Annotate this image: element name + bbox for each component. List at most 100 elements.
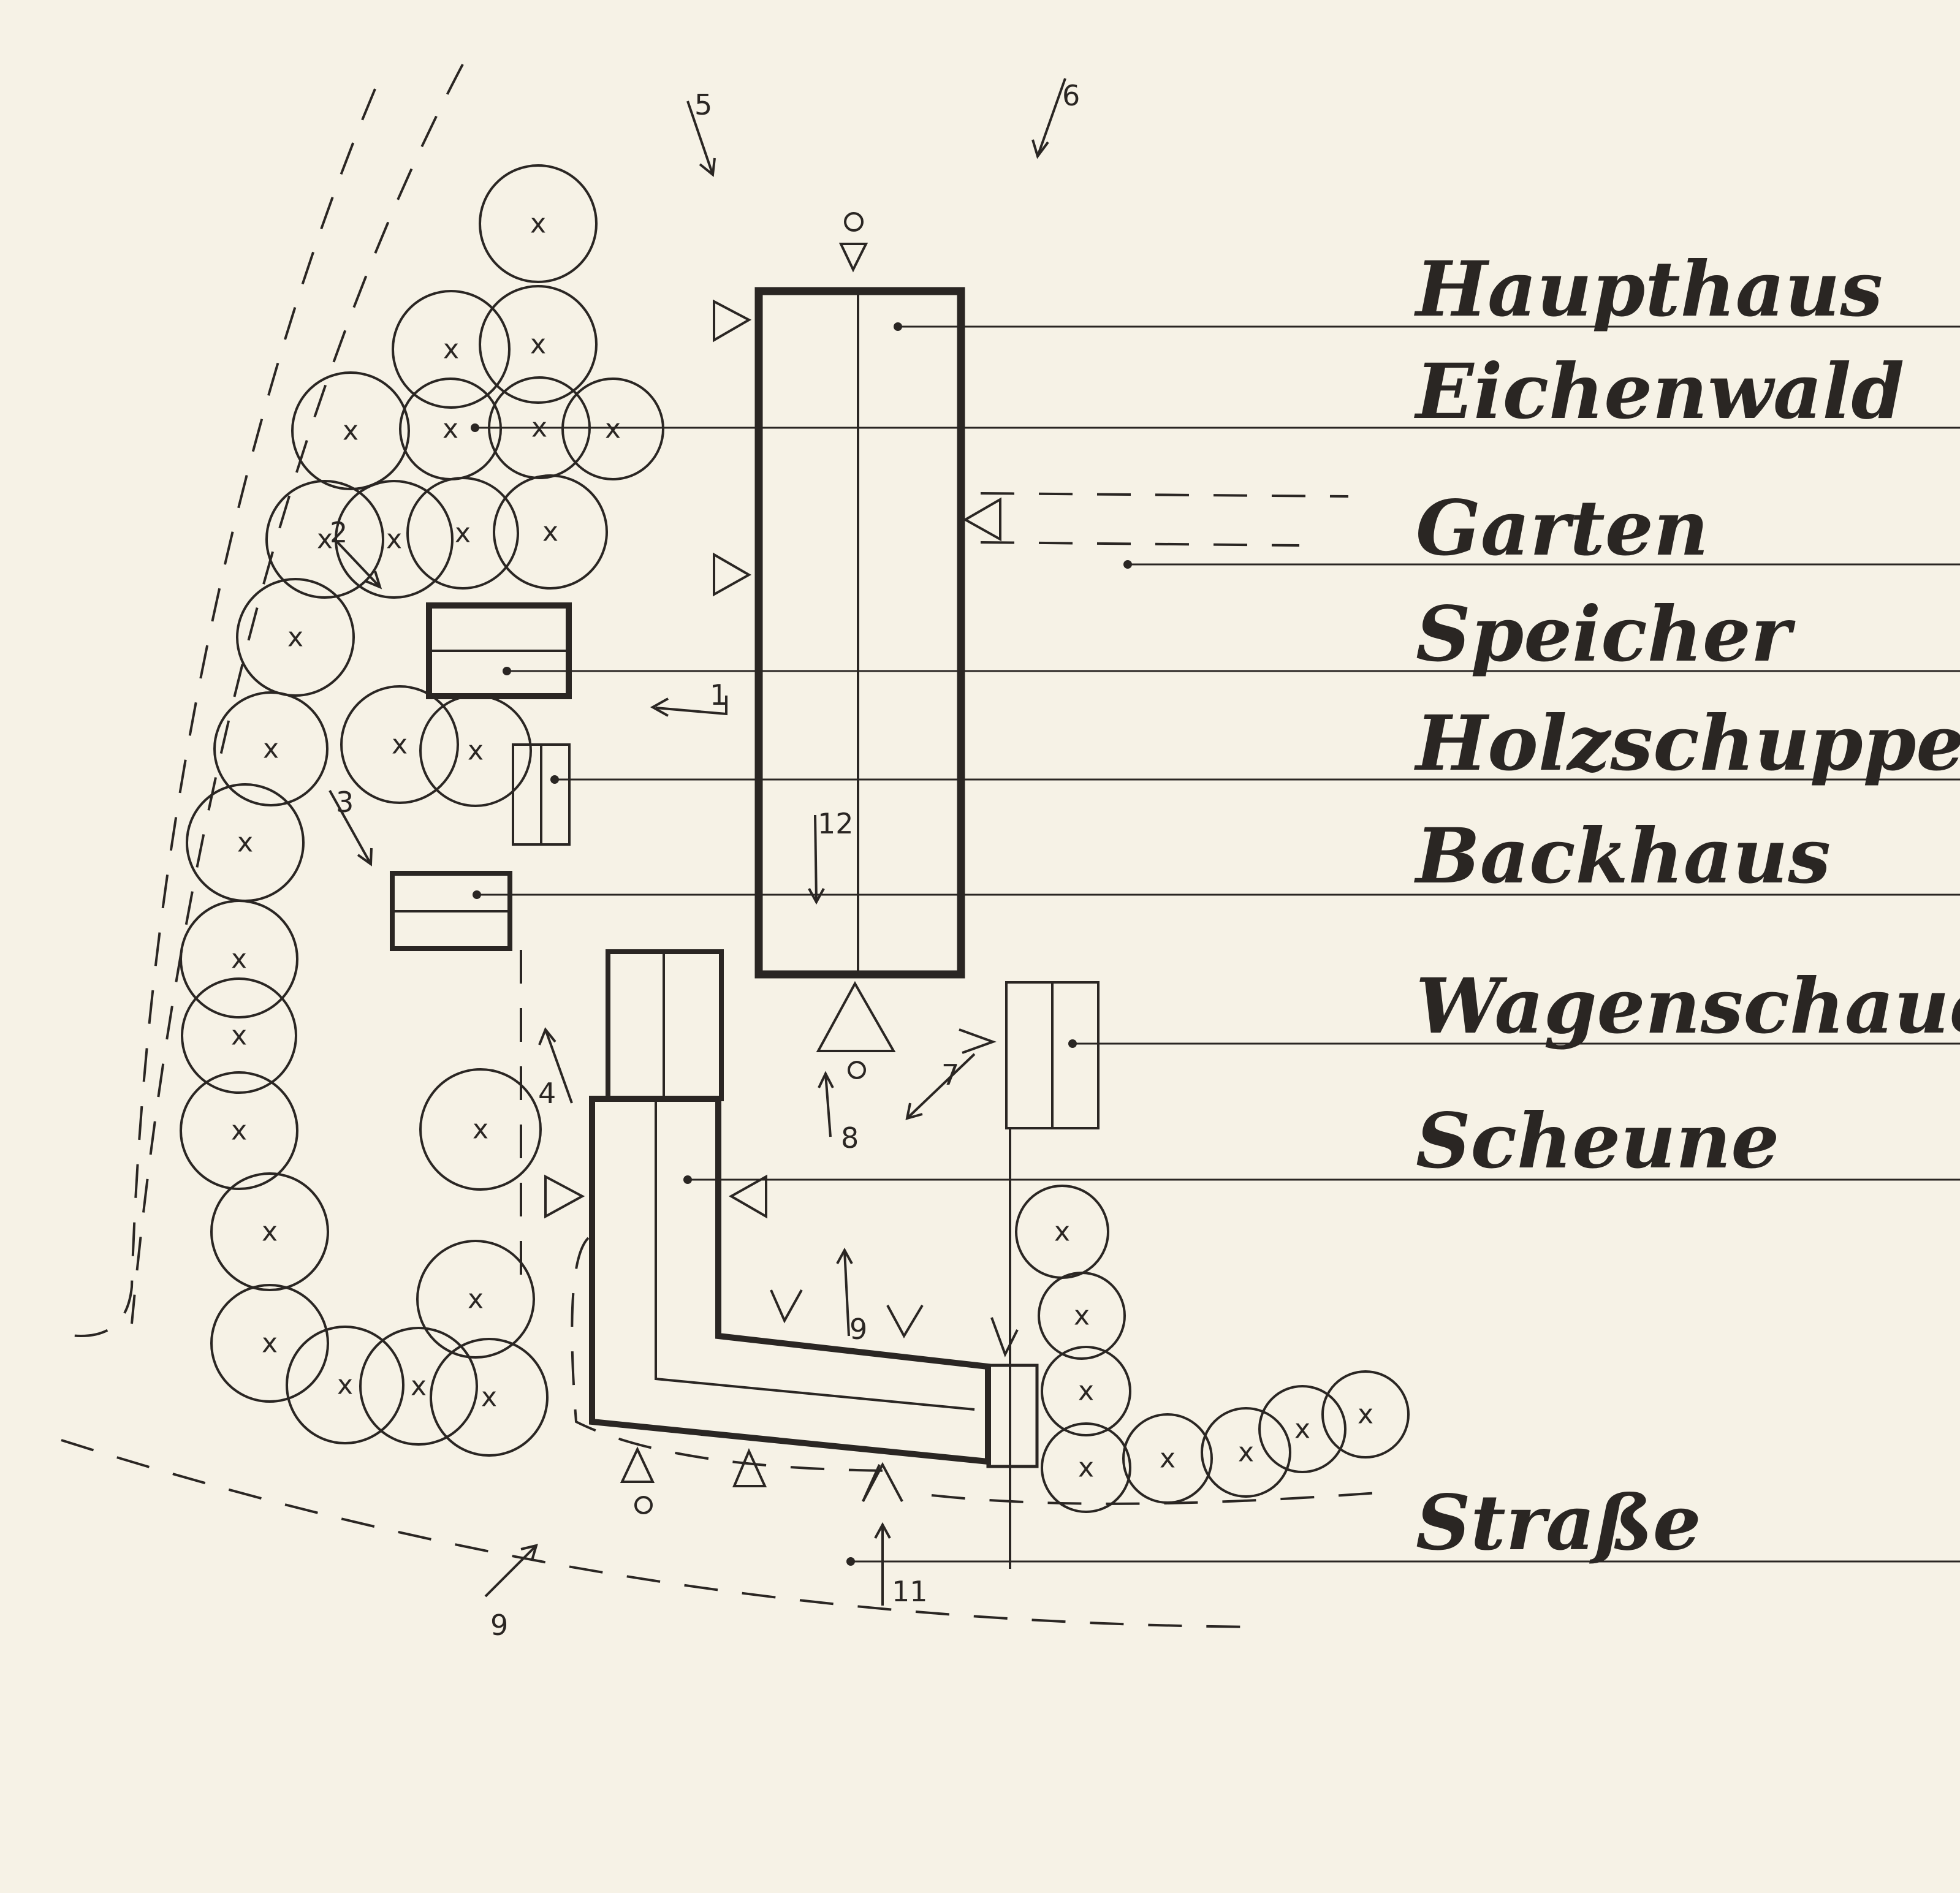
entrance-triangle bbox=[959, 1028, 997, 1054]
tree-mark: x bbox=[473, 1114, 488, 1145]
entrance-triangle bbox=[713, 299, 752, 343]
tree-mark: x bbox=[1078, 1376, 1094, 1407]
viewpoint-8-arrow bbox=[818, 1071, 834, 1137]
viewpoint-9-number: 9 bbox=[849, 1313, 867, 1346]
entrance-triangle bbox=[770, 1289, 803, 1324]
tree bbox=[286, 1326, 405, 1444]
viewpoint-1-number: 1 bbox=[710, 678, 727, 711]
tree bbox=[479, 164, 598, 283]
legend-backhaus: Backhaus bbox=[1414, 812, 1831, 901]
tree-mark: x bbox=[455, 518, 471, 549]
tree-mark: x bbox=[317, 524, 333, 555]
viewpoint-5-number: 5 bbox=[694, 88, 712, 121]
tree-mark: x bbox=[542, 517, 558, 548]
legend-speicher: Speicher bbox=[1416, 590, 1796, 679]
entrance-circles bbox=[634, 212, 866, 1514]
tree bbox=[1041, 1346, 1131, 1436]
tree bbox=[488, 376, 591, 479]
viewpoint-11-arrow bbox=[874, 1522, 891, 1606]
garden-edge-bottom bbox=[980, 541, 1300, 547]
tree bbox=[180, 900, 298, 1019]
leader-lines bbox=[475, 325, 1960, 1563]
garden-edge-top bbox=[980, 492, 1349, 498]
viewpoint-7-number: 7 bbox=[941, 1058, 959, 1091]
viewpoint-9-street-arrow bbox=[484, 1544, 538, 1598]
entrance-markers bbox=[544, 243, 1019, 1502]
viewpoint-6-arrow bbox=[1031, 78, 1066, 159]
entrance-triangle bbox=[728, 1174, 767, 1219]
viewpoint-2-number: 2 bbox=[330, 516, 348, 549]
building-speicher bbox=[426, 602, 572, 699]
tree-mark: x bbox=[1294, 1414, 1310, 1445]
tree-mark: x bbox=[231, 1115, 247, 1147]
tree-mark: x bbox=[386, 524, 402, 555]
legend-holzschuppen: Holzschuppen bbox=[1414, 699, 1960, 788]
building-scheune bbox=[589, 949, 1039, 1569]
tree-mark: x bbox=[1358, 1399, 1373, 1430]
viewpoint-9-street-number: 9 bbox=[490, 1609, 508, 1642]
tree-mark: x bbox=[443, 334, 459, 365]
entrance-triangle bbox=[713, 552, 752, 597]
legend-eichenwald: Eichenwald bbox=[1414, 347, 1904, 436]
viewpoint-4-arrow bbox=[538, 1027, 573, 1104]
legend-strasse: Straße bbox=[1416, 1479, 1701, 1568]
tree-mark: x bbox=[468, 1284, 484, 1315]
tree bbox=[210, 1284, 329, 1403]
tree-mark: x bbox=[481, 1382, 497, 1413]
outer-boundary bbox=[131, 64, 464, 1324]
building-wagenschauer bbox=[1005, 981, 1100, 1129]
entrance-triangle bbox=[816, 981, 896, 1052]
tree bbox=[392, 290, 511, 409]
building-backhaus bbox=[390, 871, 512, 951]
tree-mark: x bbox=[605, 414, 621, 445]
tree-mark: x bbox=[343, 415, 359, 447]
tree-mark: x bbox=[411, 1371, 427, 1402]
viewpoint-6-number: 6 bbox=[1062, 79, 1080, 112]
tree bbox=[335, 480, 454, 599]
tree bbox=[1038, 1272, 1126, 1360]
tree-mark: x bbox=[262, 1328, 278, 1359]
tree-mark: x bbox=[1160, 1443, 1176, 1474]
dashed-boundaries bbox=[55, 64, 1386, 1628]
tree-mark: x bbox=[237, 827, 253, 859]
tree-mark: x bbox=[1078, 1452, 1094, 1484]
legend: Haupthaus Eichenwald Garten Speicher Hol… bbox=[1414, 245, 1960, 1568]
tree bbox=[181, 977, 297, 1094]
tree-mark: x bbox=[337, 1370, 353, 1401]
legend-garten: Garten bbox=[1416, 484, 1709, 573]
viewpoint-8-number: 8 bbox=[841, 1121, 859, 1155]
tree-mark: x bbox=[530, 329, 546, 360]
viewpoint-12-arrow bbox=[808, 814, 825, 905]
tree bbox=[340, 685, 459, 804]
entrance-circle-court bbox=[848, 1061, 866, 1079]
tree-mark: x bbox=[468, 735, 484, 767]
entrance-triangle bbox=[620, 1446, 655, 1483]
entrance-triangle bbox=[962, 497, 1001, 542]
viewpoint-1-arrow bbox=[650, 696, 727, 717]
tree bbox=[291, 371, 410, 490]
entrance-circle-street bbox=[634, 1496, 653, 1514]
tree bbox=[1041, 1422, 1131, 1513]
tree bbox=[236, 578, 355, 697]
entrance-triangle bbox=[990, 1317, 1019, 1358]
legend-scheune: Scheune bbox=[1416, 1097, 1779, 1186]
tree bbox=[416, 1240, 535, 1359]
street-edge bbox=[61, 1439, 1263, 1628]
viewpoint-4-number: 4 bbox=[538, 1077, 556, 1110]
building-holzschuppen bbox=[512, 743, 571, 846]
entrance-triangle bbox=[544, 1174, 585, 1219]
entrance-circle-top bbox=[844, 212, 864, 232]
leader-dots bbox=[471, 322, 1132, 1566]
inner-boundary bbox=[55, 88, 376, 1337]
tree bbox=[561, 377, 664, 480]
tree-mark: x bbox=[1074, 1300, 1090, 1332]
tree bbox=[1321, 1370, 1410, 1459]
tree-mark: x bbox=[392, 729, 408, 761]
tree-mark: x bbox=[262, 1216, 278, 1248]
viewpoint-9-arrow bbox=[836, 1247, 853, 1337]
viewpoint-11-number: 11 bbox=[892, 1575, 928, 1608]
legend-haupthaus: Haupthaus bbox=[1414, 245, 1883, 334]
tree bbox=[1258, 1385, 1347, 1473]
